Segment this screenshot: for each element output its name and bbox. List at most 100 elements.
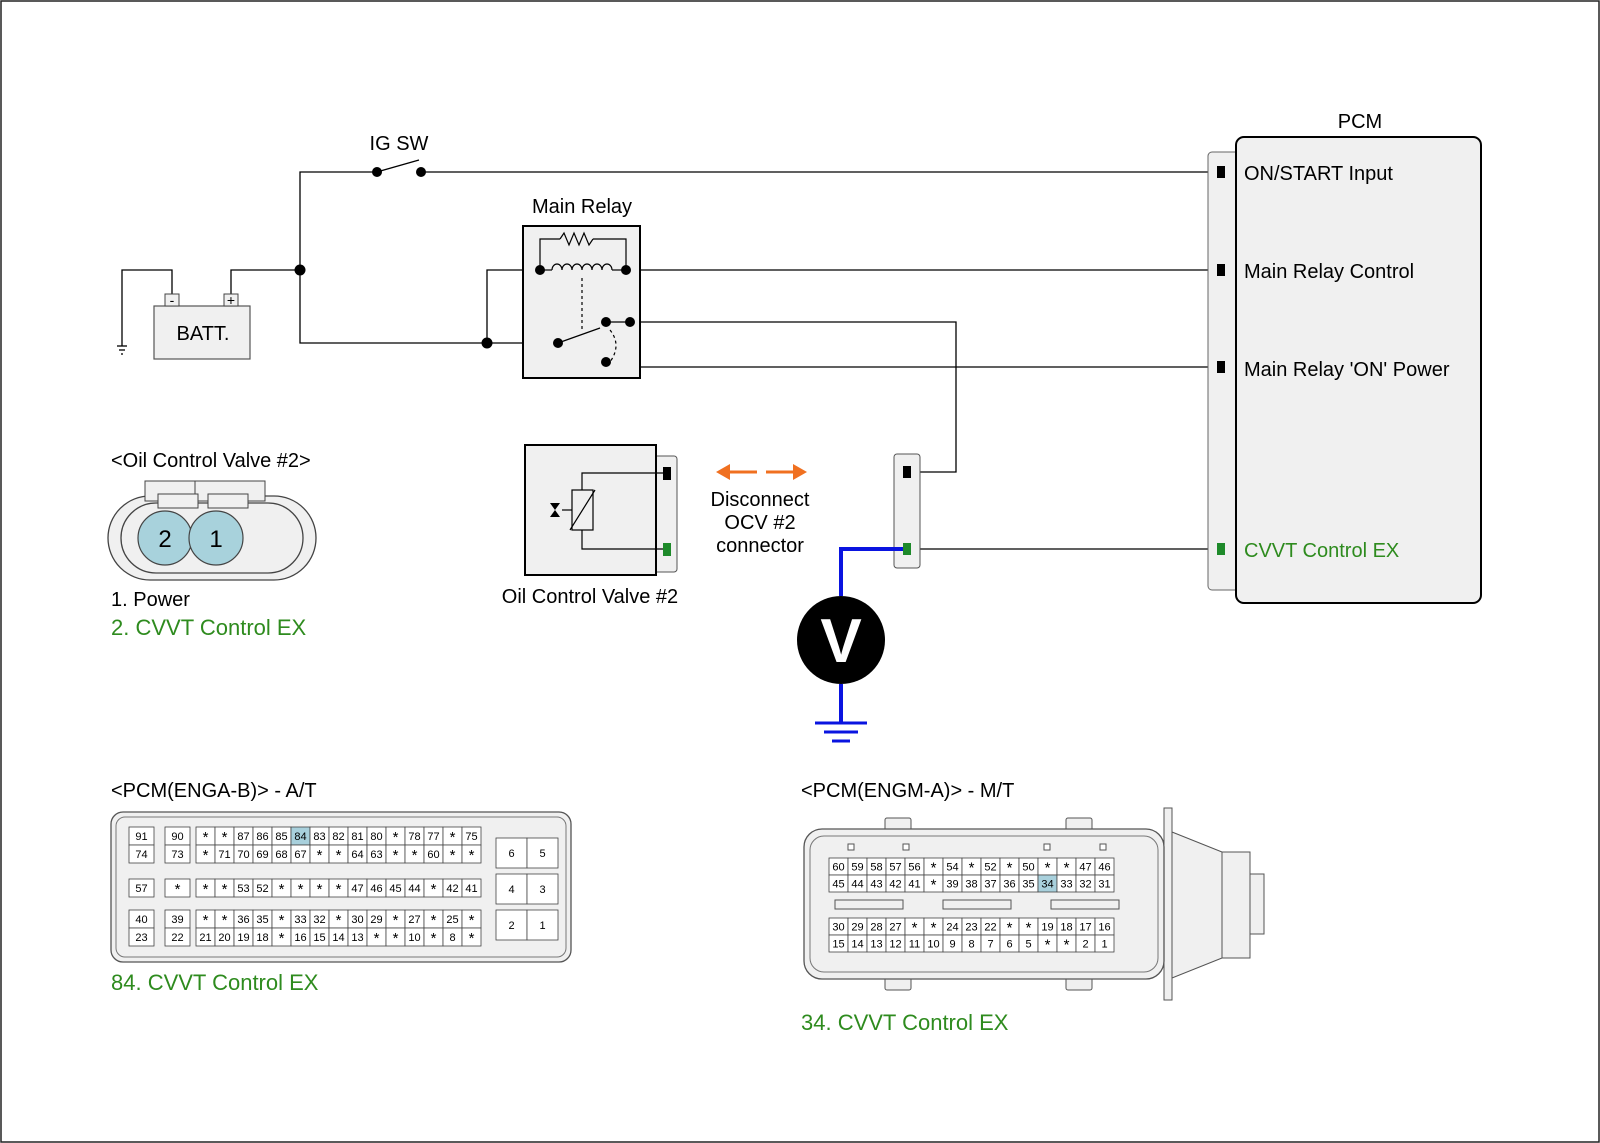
wire-relay-on-power	[629, 322, 1220, 368]
pcm-mt-pin-58-label: 58	[870, 862, 882, 874]
pcm-at-pin-*-label: *	[279, 881, 285, 898]
disconnect-note-line1: Disconnect	[711, 489, 810, 511]
pcm-pin-relay-on-power	[1217, 361, 1225, 373]
pcm-mt-pin-31-label: 31	[1098, 879, 1110, 891]
pcm-at-pin-73-label: 73	[171, 849, 183, 861]
pcm-at-pin-44-label: 44	[408, 883, 420, 895]
pcm-at-pin-*-label: *	[203, 829, 209, 846]
pcm-at-pin-87-label: 87	[237, 831, 249, 843]
pcm-at-pin-84-label: 84	[294, 831, 306, 843]
pcm-mt-pin-9-label: 9	[949, 939, 955, 951]
pcm-at-title: <PCM(ENGA-B)> - A/T	[111, 780, 317, 802]
disconnect-arrows	[716, 464, 807, 480]
pcm-at-pin-64-label: 64	[351, 849, 363, 861]
pcm-mt-pin-14-label: 14	[851, 939, 863, 951]
battery-minus-sign: -	[170, 292, 175, 308]
pcm-mt-pin-45-label: 45	[832, 879, 844, 891]
pcm-at-pin-29-label: 29	[370, 914, 382, 926]
pcm-mt-pin-31-cell	[1094, 874, 1115, 893]
ocv-connector-pin-2-label: 2	[158, 526, 171, 553]
pcm-mt-pin-*-label: *	[931, 860, 937, 877]
ig-switch-blade	[376, 159, 420, 173]
pcm-mt-pin-*-label: *	[1045, 860, 1051, 877]
pcm-mt-pin-*-label: *	[1007, 860, 1013, 877]
pcm-mt-notch-2	[902, 843, 910, 851]
pcm-at-pin-*-label: *	[298, 881, 304, 898]
pcm-at-pin-22-label: 22	[171, 932, 183, 944]
ocv-pin-2	[663, 543, 671, 556]
battery-minus-terminal	[164, 293, 180, 307]
pcm-mt-pin-18-label: 18	[1060, 922, 1072, 934]
ocv-connector-legend-2: 2. CVVT Control EX	[111, 615, 307, 640]
ocv-inline-connector	[893, 453, 921, 569]
pcm-at-pin-33-label: 33	[294, 914, 306, 926]
pcm-at-pin-23-cell	[128, 927, 155, 947]
wire-batt-ground	[121, 269, 173, 346]
pcm-at-pin-71-label: 71	[218, 849, 230, 861]
pcm-at-pin-22-cell	[164, 927, 191, 947]
pcm-at-pin-32-label: 32	[313, 914, 325, 926]
pcm-at-pin-63-label: 63	[370, 849, 382, 861]
main-relay-label: Main Relay	[532, 196, 632, 218]
pcm-mt-pin-*-label: *	[1064, 937, 1070, 954]
pcm-mt-pin-47-label: 47	[1079, 862, 1091, 874]
arrow-left-icon	[716, 464, 730, 480]
pcm-mt-pin-44-label: 44	[851, 879, 863, 891]
pcm-at-pin-3-cell	[526, 873, 559, 905]
pcm-at-pin-6-cell	[495, 837, 528, 869]
pcm-mt-pin-35-label: 35	[1022, 879, 1034, 891]
pcm-at-pin-70-label: 70	[237, 849, 249, 861]
pcm-mt-pin-15-label: 15	[832, 939, 844, 951]
pcm-mt-pin-8-label: 8	[968, 939, 974, 951]
pcm-at-pin-4-label: 4	[508, 884, 514, 896]
pcm-mt-notch-3	[1043, 843, 1051, 851]
pcm-mt-pin-29-label: 29	[851, 922, 863, 934]
pcm-mt-pin-52-label: 52	[984, 862, 996, 874]
pcm-at-pin-5-cell	[526, 837, 559, 869]
pcm-pin-cvvt	[1217, 543, 1225, 555]
pcm-at-pin-68-label: 68	[275, 849, 287, 861]
pcm-at-pin-80-label: 80	[370, 831, 382, 843]
disconnect-note-line2: OCV #2	[724, 512, 795, 534]
pcm-mt-pin-43-label: 43	[870, 879, 882, 891]
pcm-at-pin-75-label: 75	[465, 831, 477, 843]
pcm-at-pin-30-label: 30	[351, 914, 363, 926]
pcm-mt-pin-38-label: 38	[965, 879, 977, 891]
pcm-at-pin-*-label: *	[393, 930, 399, 947]
arrow-right-icon	[793, 464, 807, 480]
relay-node-coil-out	[621, 265, 631, 275]
pcm-mt-pin-28-label: 28	[870, 922, 882, 934]
voltmeter-icon	[797, 596, 885, 684]
pcm-mt-pin-1-cell	[1094, 934, 1115, 953]
pcm-mt-housing	[1171, 831, 1223, 979]
pcm-mt-pin-30-label: 30	[832, 922, 844, 934]
pcm-mt-pin-*-label: *	[931, 920, 937, 937]
relay-resistor-lead-l	[539, 238, 560, 270]
pcm-label-on-start: ON/START Input	[1244, 163, 1393, 185]
pcm-at-pin-*-label: *	[336, 912, 342, 929]
pcm-mt-pin-56-label: 56	[908, 862, 920, 874]
pcm-at-pin-10-label: 10	[408, 932, 420, 944]
pcm-at-pin-69-label: 69	[256, 849, 268, 861]
battery: - + BATT.	[153, 292, 251, 360]
ig-switch-contact-left	[372, 167, 382, 177]
pcm-mt-housing-tail	[1221, 851, 1251, 959]
pcm-mt-pin-24-label: 24	[946, 922, 958, 934]
pcm-mt-slot-1	[834, 899, 904, 910]
pcm-at-pin-*-label: *	[317, 881, 323, 898]
pcm-at-legend: 84. CVVT Control EX	[111, 970, 319, 995]
pcm-pin-on-start	[1217, 166, 1225, 178]
pcm-at-pin-18-label: 18	[256, 932, 268, 944]
ocv-connector-title: <Oil Control Valve #2>	[111, 450, 311, 472]
pcm-mt-housing-end	[1249, 873, 1265, 935]
pcm-at-pin-3-label: 3	[539, 884, 545, 896]
pcm-at-pin-*-label: *	[450, 847, 456, 864]
pcm-at-pin-83-label: 83	[313, 831, 325, 843]
pcm-at-pin-*-label: *	[203, 881, 209, 898]
pcm-mt-pin-33-label: 33	[1060, 879, 1072, 891]
battery-plus-terminal	[223, 293, 239, 307]
pcm-at-pin-*-label: *	[393, 829, 399, 846]
